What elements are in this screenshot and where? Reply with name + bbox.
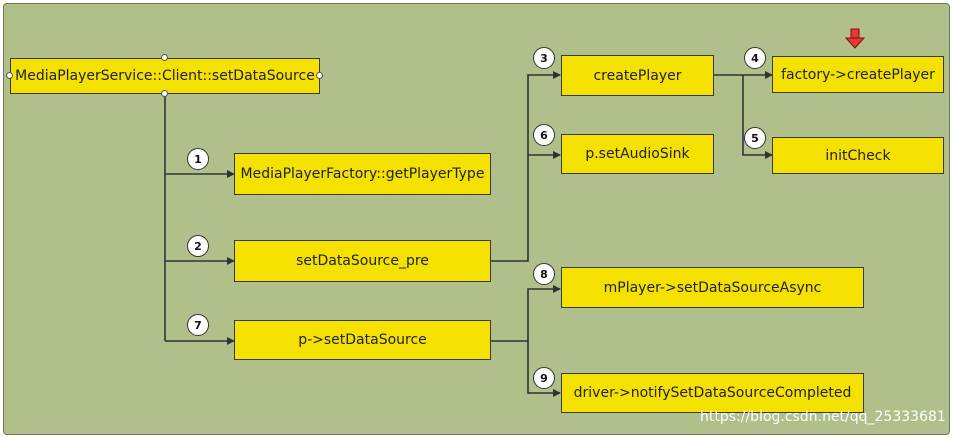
step-badge-8: 8 (533, 263, 555, 285)
step-badge-1: 1 (187, 148, 209, 170)
step-badge-2: 2 (187, 235, 209, 257)
step-badge-9: 9 (533, 367, 555, 389)
watermark-text: https://blog.csdn.net/qq_25333681 (700, 409, 946, 425)
edge-psds-to-async (491, 285, 561, 342)
selection-handle-left[interactable] (6, 72, 13, 79)
edge-psds-to-notify (527, 341, 561, 397)
step-badge-4: 4 (744, 47, 766, 69)
step-badge-6: 6 (533, 124, 555, 146)
red-down-arrow-icon (844, 28, 866, 49)
node-factory-createplayer[interactable]: factory->createPlayer (772, 56, 944, 93)
node-p-setaudiosink[interactable]: p.setAudioSink (561, 134, 714, 174)
step-badge-3: 3 (533, 47, 555, 69)
node-p-setdatasource[interactable]: p->setDataSource (234, 320, 491, 360)
node-setdatasource-pre[interactable]: setDataSource_pre (234, 240, 491, 282)
step-badge-5: 5 (744, 127, 766, 149)
selection-handle-bottom[interactable] (161, 90, 168, 97)
node-initcheck[interactable]: initCheck (772, 137, 944, 174)
node-notify-completed[interactable]: driver->notifySetDataSourceCompleted (561, 373, 864, 413)
selection-handle-top[interactable] (161, 54, 168, 61)
edge-pre-to-createplayer (491, 71, 561, 262)
node-root-setdatasource[interactable]: MediaPlayerService::Client::setDataSourc… (10, 58, 320, 94)
edge-createplayer-to-initcheck (742, 75, 773, 159)
node-createplayer[interactable]: createPlayer (561, 55, 714, 96)
step-badge-7: 7 (187, 314, 209, 336)
node-getplayertype[interactable]: MediaPlayerFactory::getPlayerType (234, 153, 491, 195)
node-setdatasourceasync[interactable]: mPlayer->setDataSourceAsync (561, 267, 864, 308)
selection-handle-right[interactable] (316, 72, 323, 79)
